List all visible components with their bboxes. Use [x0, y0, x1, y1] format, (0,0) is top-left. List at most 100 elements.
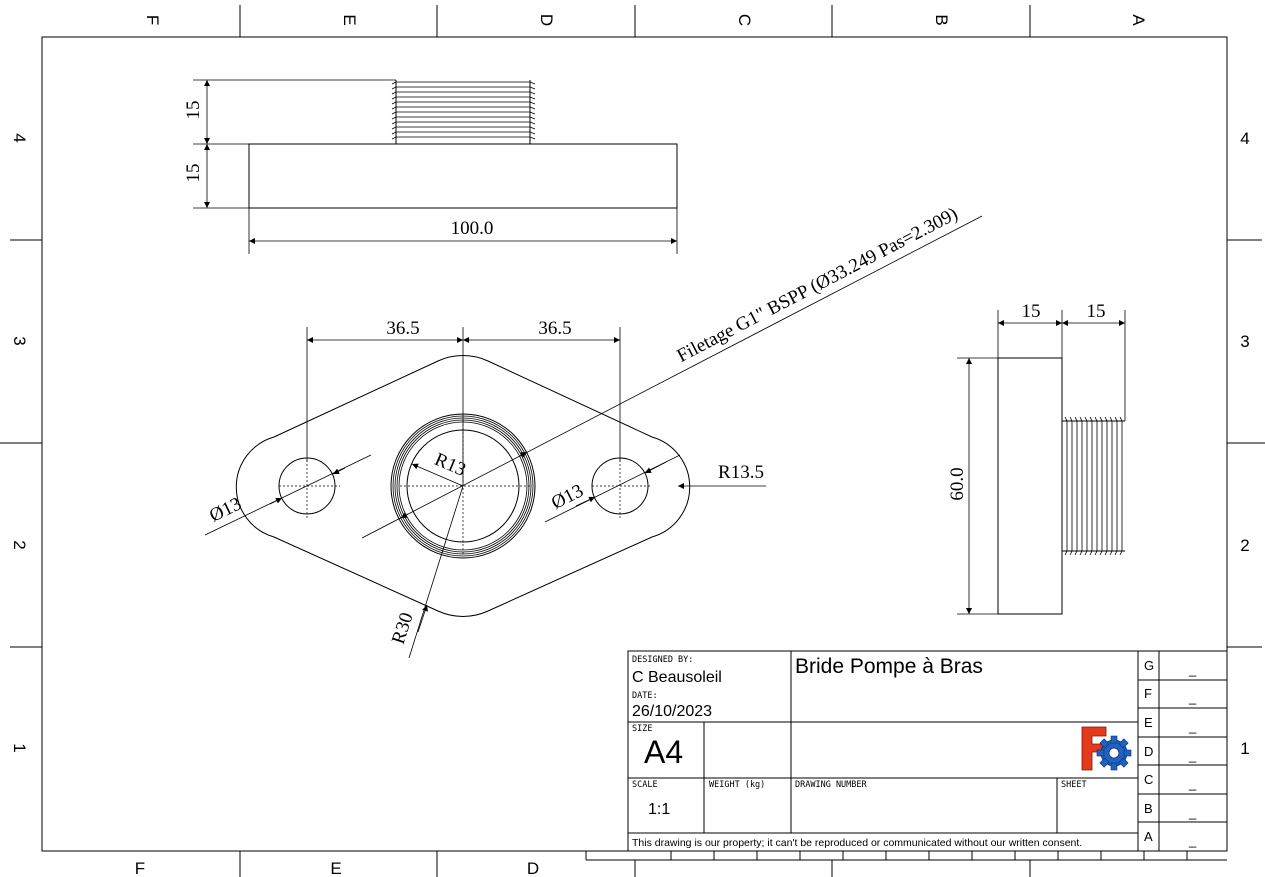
sheet-label: SHEET — [1061, 780, 1087, 790]
thread-line — [1079, 416, 1083, 556]
zone-label: 2 — [10, 540, 29, 549]
thread-line — [391, 86, 536, 90]
front-view: 36.5 36.5 Filetage G1" BSPP (Ø33.249 Pas… — [204, 203, 983, 659]
dim-lower-height: 15 — [183, 164, 204, 183]
revision-letter: E — [1144, 715, 1153, 730]
thread-line — [1094, 416, 1098, 556]
zone-label: F — [135, 859, 145, 877]
gear-tooth — [1099, 738, 1110, 749]
threaded-stub — [391, 80, 536, 144]
dim-left-spacing: 36.5 — [386, 318, 419, 339]
thread-line — [1104, 416, 1108, 556]
thread-line — [391, 96, 536, 100]
zone-label: D — [527, 859, 539, 877]
drawing-number-label: DRAWING NUMBER — [795, 780, 868, 790]
flange-outline — [235, 355, 691, 617]
thread-line — [1109, 416, 1113, 556]
revision-value: _ — [1188, 833, 1197, 848]
zone-label: A — [1129, 14, 1148, 26]
zone-label: E — [330, 859, 341, 877]
zone-label: E — [340, 14, 359, 25]
drawing-title: Bride Pompe à Bras — [795, 655, 983, 678]
designed-by-value: C Beausoleil — [632, 669, 722, 686]
scale-label: SCALE — [632, 780, 658, 790]
sheet-frame — [0, 5, 1265, 877]
flange-body — [248, 143, 678, 209]
revision-value: _ — [1188, 719, 1197, 734]
title-block: DESIGNED BY: C Beausoleil DATE: 26/10/20… — [627, 650, 1228, 852]
dim-outer-radius-bottom: R30 — [388, 610, 418, 647]
gear-tooth — [1110, 762, 1118, 771]
revision-letter: G — [1144, 658, 1154, 673]
thread-line — [391, 111, 536, 115]
zone-label: 1 — [10, 743, 29, 752]
gear-tooth — [1099, 757, 1110, 768]
zone-label: C — [735, 14, 754, 26]
thread-line — [391, 126, 536, 130]
thread-line — [391, 131, 536, 135]
dim-right-hole: Ø13 — [548, 480, 587, 514]
property-notice: This drawing is our property; it can't b… — [632, 837, 1082, 849]
thread-line — [1069, 416, 1073, 556]
zone-labels-bottom: F E D — [135, 859, 539, 877]
thread-line — [391, 121, 536, 125]
zone-label: 4 — [1240, 129, 1249, 148]
date-value: 26/10/2023 — [632, 703, 712, 720]
size-value: A4 — [644, 734, 683, 770]
gear-tooth — [1118, 757, 1129, 768]
dim-outer-radius-right: R13.5 — [718, 462, 764, 483]
gear-tooth — [1123, 749, 1132, 757]
side-flange-body — [997, 357, 1063, 615]
zone-labels-right: 4 3 2 1 — [1240, 129, 1249, 758]
thread-line — [1119, 416, 1123, 556]
side-view: 15 15 60.0 — [947, 301, 1126, 615]
revision-value: _ — [1188, 662, 1197, 677]
thread-line — [1064, 416, 1068, 556]
revision-letter: C — [1144, 772, 1153, 787]
zone-labels-left: 4 3 2 1 — [10, 133, 29, 752]
zone-label: 3 — [1240, 332, 1249, 351]
zone-label: B — [932, 14, 951, 25]
zone-label: D — [537, 14, 556, 26]
thread-line — [391, 91, 536, 95]
thread-line — [1099, 416, 1103, 556]
revision-letter: D — [1144, 744, 1153, 759]
thread-line — [391, 116, 536, 120]
revision-letter: F — [1144, 686, 1152, 701]
revision-value: _ — [1188, 776, 1197, 791]
thread-line — [391, 81, 536, 85]
date-label: DATE: — [632, 691, 658, 701]
thread-line — [1084, 416, 1088, 556]
zone-label: 1 — [1240, 739, 1249, 758]
zone-label: 3 — [10, 336, 29, 345]
thread-line — [391, 136, 536, 140]
thread-line — [391, 106, 536, 110]
weight-label: WEIGHT (kg) — [709, 780, 765, 790]
side-threaded-stub — [1062, 416, 1125, 556]
thread-note: Filetage G1" BSPP (Ø33.249 Pas=2.309) — [674, 203, 962, 366]
thread-line — [1074, 416, 1078, 556]
dim-width: 100.0 — [451, 218, 494, 239]
designed-by-label: DESIGNED BY: — [632, 655, 693, 665]
gear-tooth — [1096, 749, 1105, 757]
scale-value: 1:1 — [648, 801, 670, 818]
dim-side-height: 60.0 — [947, 467, 968, 500]
revision-letter: B — [1144, 801, 1153, 816]
zone-label: 2 — [1240, 536, 1249, 555]
zone-labels-top: F E D C B A — [143, 14, 1148, 26]
thread-line — [1089, 416, 1093, 556]
thread-line — [1114, 416, 1118, 556]
freecad-logo-icon — [1081, 726, 1132, 771]
zone-label: F — [143, 15, 162, 25]
revision-letter: A — [1144, 829, 1153, 844]
revision-value: _ — [1188, 690, 1197, 705]
size-label: SIZE — [632, 724, 652, 734]
gear-tooth — [1118, 738, 1129, 749]
dim-upper-height: 15 — [183, 101, 204, 120]
revision-value: _ — [1188, 805, 1197, 820]
thread-line — [391, 101, 536, 105]
revision-table: G _ F _ E _ D _ C _ B _ A _ — [1144, 658, 1197, 848]
gear-tooth — [1110, 735, 1118, 744]
revision-value: _ — [1188, 748, 1197, 763]
